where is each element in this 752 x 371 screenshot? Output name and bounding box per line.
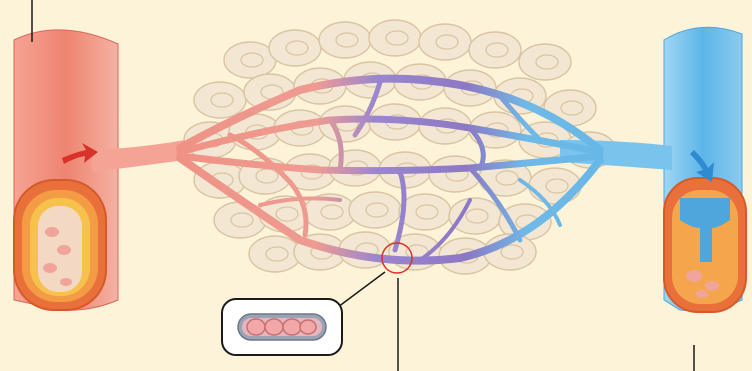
artery-cutaway [14,180,106,310]
tissue-cell [469,32,521,68]
red-blood-cell [283,319,301,335]
tissue-cell [419,24,471,60]
vein-cutaway [664,178,746,312]
tissue-cell [319,22,371,58]
tissue-cell [449,198,501,234]
artery [14,30,185,310]
tissue-cell [399,194,451,230]
tissue-cell [194,82,246,118]
pointer-line-zoom [338,272,385,307]
tissue-cell [519,44,571,80]
tissue-cell [269,30,321,66]
tissue-cell [369,20,421,56]
tissue-cell [349,192,401,228]
tissue-cell [249,236,301,272]
tissue-cell [224,42,276,78]
tissue-cell [194,162,246,198]
red-blood-cell [265,319,283,335]
red-blood-cell [247,319,265,335]
capillary-zoom-inset [222,299,342,355]
red-blood-cell [300,320,316,334]
